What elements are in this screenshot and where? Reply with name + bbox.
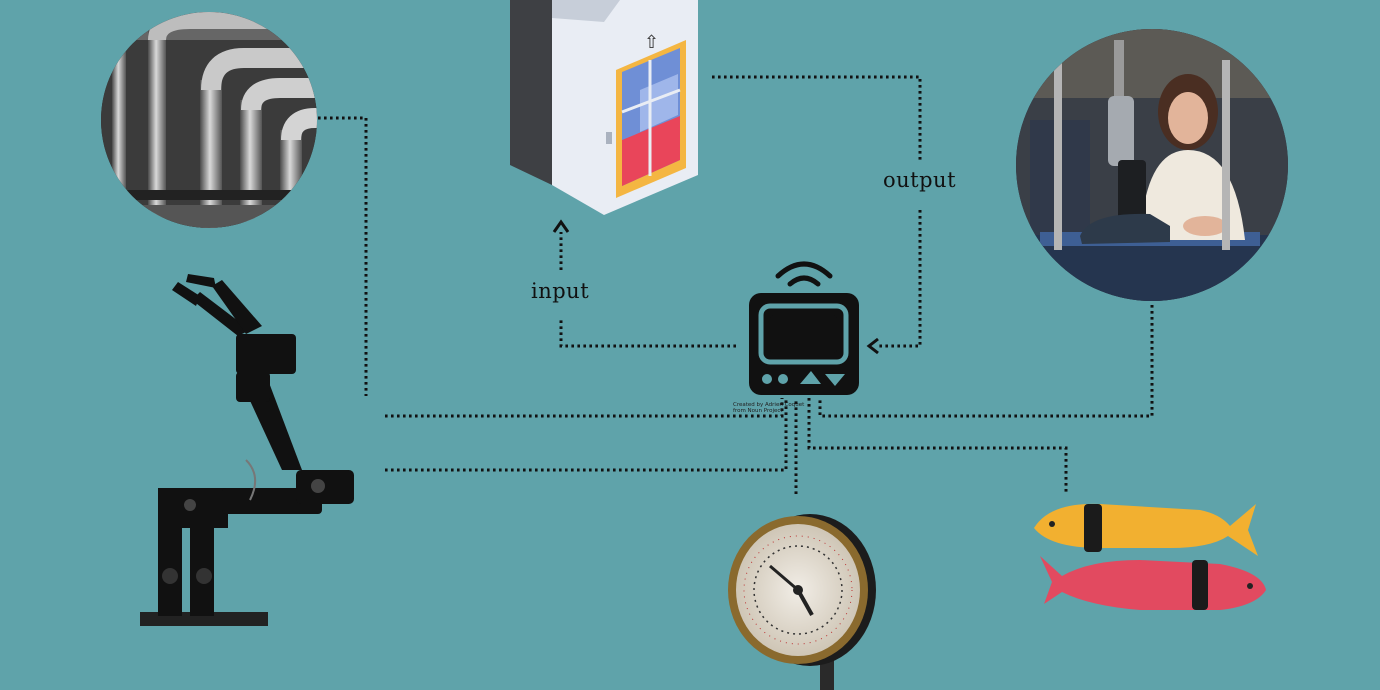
pipes-photo — [101, 12, 317, 228]
elevator-arrow-icon: ⇧ — [644, 32, 659, 53]
icon-credit: Created by Adrien Coquet from Noun Proje… — [733, 402, 804, 414]
input-label: input — [531, 279, 590, 303]
connector-robot-arm — [385, 398, 788, 472]
connectors — [318, 75, 1154, 494]
icon-credit-line-2: from Noun Project — [733, 408, 783, 414]
connector-fish — [807, 398, 1068, 494]
arrowhead-output — [866, 337, 879, 355]
wifi-icon — [775, 261, 833, 279]
arrowhead-input — [552, 219, 570, 233]
connector-upper-bus — [385, 398, 784, 418]
connector-pipes — [318, 116, 368, 396]
output-label: output — [883, 168, 957, 192]
connector-output — [712, 75, 922, 160]
prosthetic-leg-photo — [1016, 29, 1288, 301]
robotic-arm-photo — [140, 274, 354, 626]
pressure-gauge-photo — [728, 514, 876, 690]
elevator-illustration: ⇧ — [510, 0, 698, 215]
connector-input — [559, 318, 736, 348]
connector-prosthetic — [818, 305, 1154, 418]
connector-output-lower — [876, 210, 922, 348]
controller-device-icon — [749, 261, 859, 395]
robot-fish-photo — [1034, 503, 1266, 610]
icon-credit-line-1: Created by Adrien Coquet — [733, 402, 805, 408]
